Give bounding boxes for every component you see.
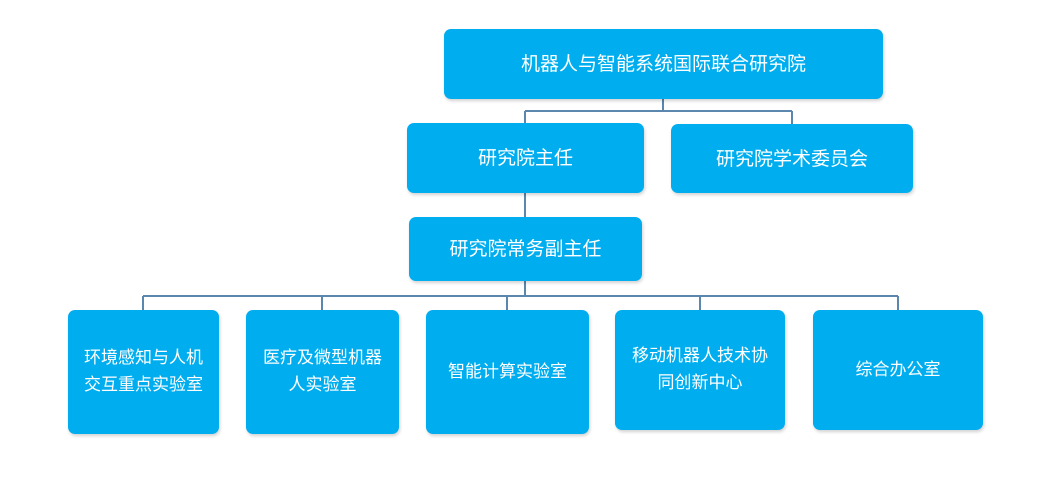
unit-label: 智能计算实验室 [448,361,567,382]
unit-label: 综合办公室 [855,359,941,380]
unit-label: 移动机器人技术协同创新中心 [632,346,768,393]
academic-committee-label: 研究院学术委员会 [715,147,868,170]
unit-box-general-office: 综合办公室 [813,310,983,430]
unit-box-perception-hci-lab: 环境感知与人机交互重点实验室 [68,310,219,434]
unit-box-intelligent-computing-lab: 智能计算实验室 [426,310,589,434]
unit-box-medical-micro-robot-lab: 医疗及微型机器人实验室 [246,310,399,434]
institute-box: 机器人与智能系统国际联合研究院 [444,29,883,99]
unit-label: 医疗及微型机器人实验室 [263,348,382,395]
executive-deputy-director-label: 研究院常务副主任 [449,238,602,260]
academic-committee-box: 研究院学术委员会 [671,124,913,193]
institute-label: 机器人与智能系统国际联合研究院 [520,53,806,75]
director-box: 研究院主任 [407,123,644,193]
director-label: 研究院主任 [477,147,573,169]
unit-box-mobile-robot-center: 移动机器人技术协同创新中心 [615,310,785,430]
unit-label: 环境感知与人机交互重点实验室 [84,348,203,395]
executive-deputy-director-box: 研究院常务副主任 [409,217,642,281]
